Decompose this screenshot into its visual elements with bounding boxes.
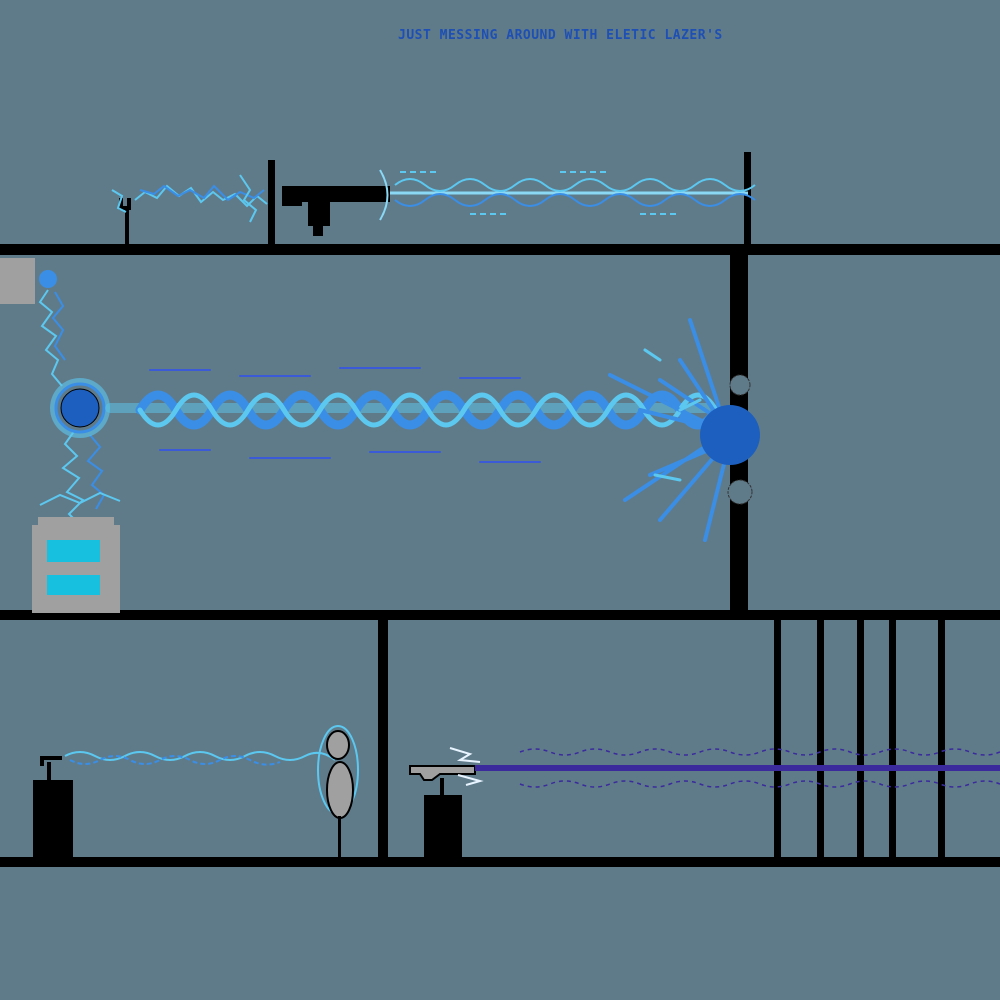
electric-arc-vertical xyxy=(38,289,121,525)
electric-beam-bottom-left xyxy=(64,751,336,766)
electric-beam-main xyxy=(105,367,721,463)
pedestal-left xyxy=(33,756,73,857)
floor-middle xyxy=(0,610,1000,620)
energy-orb xyxy=(50,378,110,438)
purple-laser-beam xyxy=(475,748,1000,788)
wall-bottom xyxy=(378,620,388,857)
wall-top-right xyxy=(744,152,751,245)
floor-top xyxy=(0,244,1000,255)
electric-arc-top-left xyxy=(111,174,268,223)
pedestal-right xyxy=(424,778,462,857)
impact-explosion xyxy=(608,318,760,542)
floor-bottom xyxy=(0,857,1000,867)
laser-gun-bottom xyxy=(409,747,484,786)
wall-top-left xyxy=(268,160,275,245)
cage-bars xyxy=(774,620,945,857)
drawing-title: JUST MESSING AROUND WITH ELETIC LAZER'S xyxy=(398,28,723,43)
electric-beam-top xyxy=(379,169,756,221)
laser-gun-top xyxy=(282,186,390,236)
small-blue-node xyxy=(39,270,57,288)
stick-figure xyxy=(317,725,359,857)
emitter-small xyxy=(119,198,131,244)
machine-generator xyxy=(32,517,120,613)
gray-emitter-box xyxy=(0,258,35,304)
